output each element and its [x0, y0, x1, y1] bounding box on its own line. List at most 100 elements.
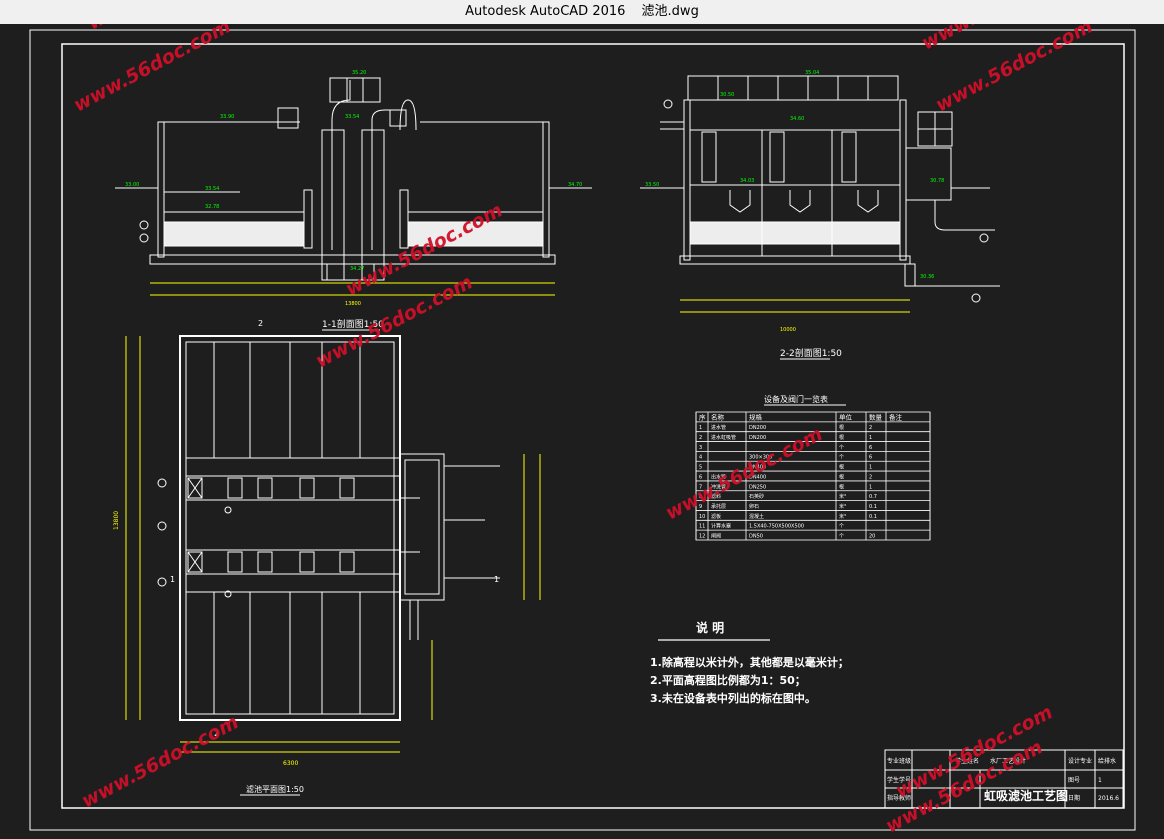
section-marker: 1 — [494, 575, 499, 584]
table-cell: 个 — [839, 534, 844, 540]
note-item: 2.平面高程图比例都为1：50； — [650, 673, 806, 687]
note-item: 1.除高程以米计外，其他都是以毫米计； — [650, 655, 849, 669]
section-markers: 2 2 1 1 — [170, 319, 499, 738]
table-cell: 冲洗管 — [711, 483, 726, 490]
table-cell: DN200 — [749, 435, 766, 441]
section-marker: 2 — [258, 319, 263, 328]
plan-dimensions — [125, 336, 541, 753]
tb-cell: 日期 — [1068, 794, 1080, 802]
table-cell: 12 — [699, 534, 705, 540]
table-cell: 米³ — [839, 493, 846, 500]
table-header-cell: 规格 — [749, 412, 763, 421]
tb-cell: 2016.6 — [1098, 795, 1119, 802]
tb-cell: 指导教师 — [887, 794, 911, 802]
table-cell: 卵石 — [749, 503, 759, 510]
plan-dim-text: 6300 13800 — [113, 511, 298, 767]
table-cell: 4 — [699, 455, 702, 461]
tb-cell: 1 — [1098, 777, 1102, 784]
table-cell: 进水虹吸管 — [711, 434, 736, 441]
dimension-total: 13800 — [345, 301, 361, 307]
elevation-label: 33.90 — [220, 114, 234, 120]
tb-cell: 学生姓名 — [955, 757, 979, 765]
title-block — [884, 749, 1124, 809]
table-cell: 进水管 — [711, 424, 726, 431]
table-cell: 闸阀 — [711, 533, 721, 540]
table-cell: 石英砂 — [749, 493, 764, 500]
table-cell: 9 — [699, 504, 702, 510]
equipment-table-title: 设备及阀门一览表 — [764, 394, 828, 404]
table-cell: 根 — [839, 473, 844, 480]
elevation-label: 34.27 — [350, 266, 364, 272]
elevation-label: 33.54 — [345, 114, 359, 120]
table-cell: 1 — [699, 425, 702, 431]
table-cell: 根 — [839, 464, 844, 471]
table-cell: 根 — [839, 434, 844, 441]
table-cell: 3 — [699, 445, 702, 451]
tb-cell: 图号 — [1068, 777, 1080, 784]
plan-view[interactable] — [157, 335, 500, 721]
table-cell: 10 — [699, 514, 705, 520]
table-header-cell: 序 — [699, 412, 706, 421]
inner-frame — [61, 43, 1125, 809]
table-cell: 6 — [699, 474, 702, 480]
table-cell: DN50 — [749, 534, 763, 540]
table-cell: 混凝土 — [749, 513, 764, 520]
table-cell: 0.1 — [869, 514, 877, 520]
table-cell: 2 — [869, 425, 872, 431]
drawing-title: 虹吸滤池工艺图 — [984, 788, 1068, 803]
elevation-label: 30.78 — [930, 178, 944, 184]
table-cell: 滤板 — [711, 513, 721, 520]
elevation-label: 33.00 — [125, 182, 139, 188]
tb-cell: 给排水 — [1098, 757, 1116, 765]
elevation-label: 34.60 — [790, 116, 804, 122]
elevation-label: 30.36 — [920, 274, 934, 280]
table-cell: 0.1 — [869, 504, 877, 510]
section-2-2-dims: 10000 — [780, 327, 796, 333]
section-1-1[interactable] — [115, 77, 592, 296]
tb-cell: 设计专业 — [1068, 757, 1092, 765]
table-cell: 出水管 — [711, 473, 726, 480]
table-cell: 滤料 — [711, 493, 721, 500]
watermark: www.56doc.com — [662, 423, 826, 524]
notes-heading: 说 明 — [696, 620, 724, 635]
table-cell: 2 — [699, 435, 702, 441]
plan-label: 滤池平面图1:50 — [246, 784, 304, 794]
elevation-label: 35.20 — [352, 70, 366, 76]
table-cell: DN400 — [749, 474, 766, 480]
table-header-cell: 数量 — [869, 412, 883, 421]
table-cell: 1.5X40-750X500X500 — [749, 524, 804, 530]
table-cell: 2 — [869, 474, 872, 480]
table-cell: 米³ — [839, 503, 846, 510]
tb-cell: 水厂工艺设计 — [990, 757, 1026, 765]
table-cell: DN400 — [749, 465, 766, 471]
table-cell: 个 — [839, 445, 844, 451]
table-cell: 6 — [869, 455, 872, 461]
table-header-cell: 名称 — [711, 412, 725, 421]
tb-cell: 专业班级 — [887, 757, 911, 765]
note-item: 3.未在设备表中列出的标在图中。 — [650, 691, 816, 705]
table-cell: 6 — [869, 445, 872, 451]
table-cell: 0.7 — [869, 494, 877, 500]
tb-cell: 学生学号 — [887, 776, 911, 784]
table-cell: 7 — [699, 484, 702, 490]
section-marker: 1 — [170, 575, 175, 584]
table-cell: 5 — [699, 465, 702, 471]
table-cell: 1 — [869, 465, 872, 471]
elevation-label: 34.70 — [568, 182, 582, 188]
section-1-1-elevations: 33.90 33.00 33.54 32.78 33.54 35.20 34.7… — [125, 70, 582, 272]
table-cell: 11 — [699, 524, 705, 530]
section-1-label: 1-1剖面图1:50 — [322, 318, 384, 330]
table-cell: 计算水塞 — [711, 523, 731, 530]
watermark: www.56doc.com — [342, 199, 506, 300]
table-header-cell: 单位 — [839, 412, 853, 421]
section-2-2[interactable] — [640, 75, 1000, 313]
app-title: Autodesk AutoCAD 2016 — [465, 4, 626, 19]
table-cell: 8 — [699, 494, 702, 500]
table-cell: 根 — [839, 483, 844, 490]
table-cell: 1 — [869, 435, 872, 441]
title-block-text: 专业班级 学生姓名 水厂工艺设计 设计专业 给排水 学生学号 图号 1 指导教师… — [887, 757, 1119, 803]
elevation-label: 32.78 — [205, 204, 219, 210]
dimension-total: 10000 — [780, 327, 796, 333]
